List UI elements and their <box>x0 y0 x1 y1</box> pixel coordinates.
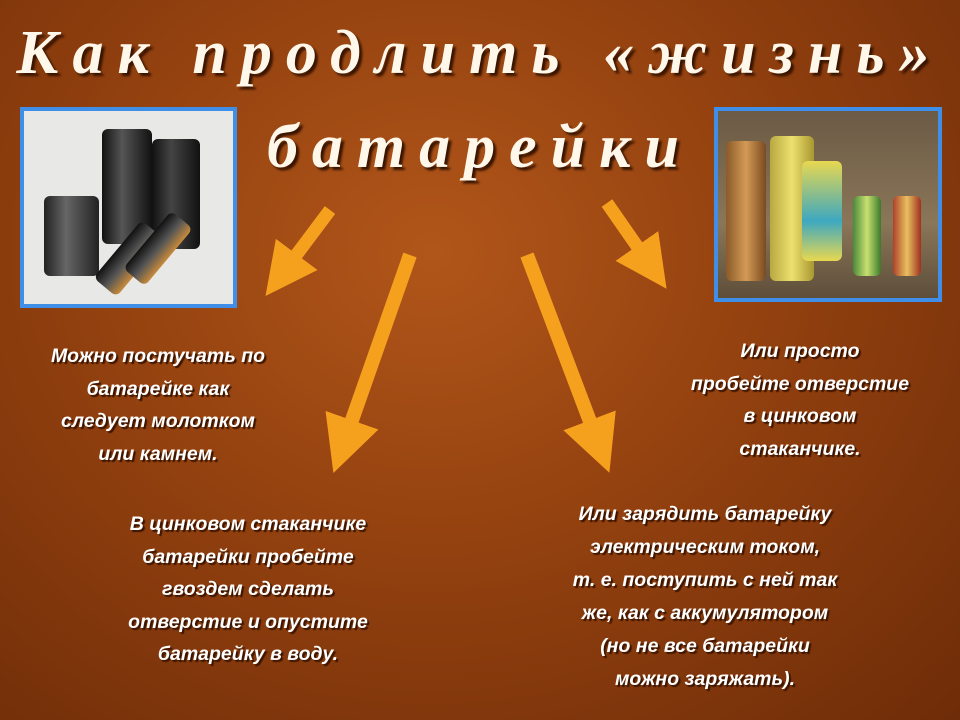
tip-line: электрическим током, <box>589 536 821 558</box>
tip-line: Или зарядить батарейку <box>578 503 832 525</box>
tip-line: же, как с аккумулятором <box>581 602 829 624</box>
tip-line: батарейке как <box>86 377 230 400</box>
batteries-photo-new <box>20 107 237 308</box>
tip-line: Или просто <box>740 340 860 362</box>
tip-line: гвоздем сделать <box>162 578 334 600</box>
batteries-photo-old <box>714 107 942 302</box>
tip-line: (но не все батарейки <box>600 635 810 657</box>
tip-line: т. е. поступить с ней так <box>572 569 838 591</box>
arrow-to-charge-tip <box>520 252 616 473</box>
tip-charge: Или зарядить батарейку электрическим ток… <box>525 498 885 696</box>
tip-line: следует молотком <box>61 410 255 432</box>
arrow-to-hole-tip <box>601 199 667 289</box>
tip-line: Можно постучать по <box>50 345 266 367</box>
tip-line: батарейки пробейте <box>142 545 354 568</box>
tip-line: пробейте отверстие <box>690 372 910 395</box>
tip-line: отверстие и опустите <box>128 610 368 633</box>
tip-line: можно заряжать). <box>614 668 795 690</box>
tip-hole: Или просто пробейте отверстие в цинковом… <box>645 335 955 465</box>
slide-title-line1: Как продлить «жизнь» <box>16 19 944 87</box>
tip-line: батарейку в воду. <box>157 643 339 665</box>
tip-nail: В цинковом стаканчике батарейки пробейте… <box>78 508 418 671</box>
slide-title-line2: батарейки <box>266 113 694 181</box>
tip-line: в цинковом <box>743 405 857 427</box>
arrow-to-nail-tip <box>325 252 417 474</box>
arrow-to-hammer-tip <box>265 206 336 296</box>
tip-line: В цинковом стаканчике <box>129 513 367 535</box>
tip-line: или камнем. <box>98 442 218 465</box>
tip-line: стаканчике. <box>739 437 861 460</box>
tip-hammer: Можно постучать по батарейке как следует… <box>8 340 308 470</box>
